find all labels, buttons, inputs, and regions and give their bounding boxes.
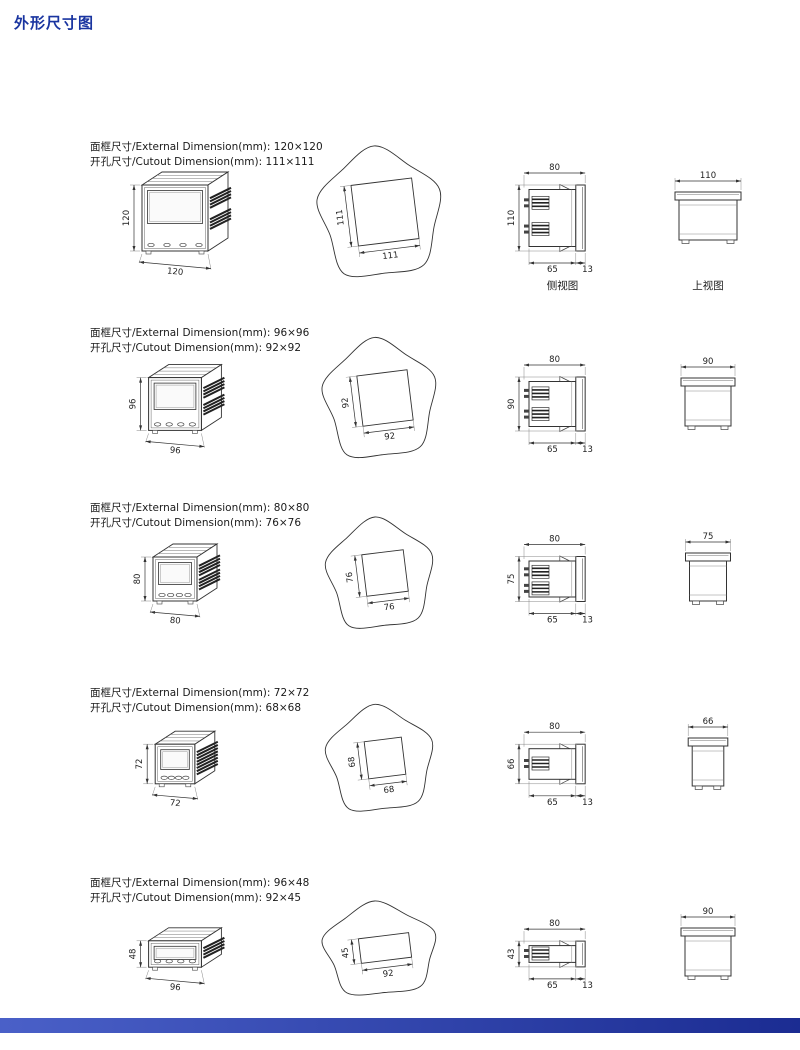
svg-text:76: 76 <box>383 602 395 613</box>
page-title: 外形尺寸图 <box>14 14 95 32</box>
side-view-drawing: 80 66 65 13 <box>507 722 593 808</box>
perspective-view-drawing: 96 96 <box>129 363 225 457</box>
external-dimension-label: 面框尺寸/External Dimension(mm): 120×120 <box>90 141 323 153</box>
svg-text:80: 80 <box>169 616 181 627</box>
svg-text:75: 75 <box>507 574 517 585</box>
svg-text:65: 65 <box>547 798 558 808</box>
svg-text:75: 75 <box>703 532 714 542</box>
dimension-row-80x80: 面框尺寸/External Dimension(mm): 80×80 开孔尺寸/… <box>0 493 800 668</box>
svg-text:110: 110 <box>507 210 517 226</box>
svg-text:80: 80 <box>549 163 560 173</box>
svg-text:111: 111 <box>382 250 399 262</box>
perspective-view-drawing: 72 72 <box>135 730 219 809</box>
svg-text:80: 80 <box>133 574 143 585</box>
svg-text:13: 13 <box>582 265 593 275</box>
svg-text:65: 65 <box>547 265 558 275</box>
panel-cutout-drawing: 68 68 <box>324 703 434 812</box>
side-view-drawing: 80 90 65 13 <box>507 355 593 455</box>
svg-text:80: 80 <box>549 722 560 732</box>
svg-text:92: 92 <box>384 431 396 442</box>
row-labels: 面框尺寸/External Dimension(mm): 96×48 开孔尺寸/… <box>90 876 410 906</box>
svg-text:72: 72 <box>169 798 181 809</box>
external-dimension-label: 面框尺寸/External Dimension(mm): 96×96 <box>90 327 310 339</box>
top-view-caption: 上视图 <box>692 280 724 292</box>
panel-cutout-drawing: 111 111 <box>316 145 442 278</box>
svg-text:65: 65 <box>547 616 558 626</box>
svg-text:90: 90 <box>703 357 714 367</box>
dimension-row-120x120: 面框尺寸/External Dimension(mm): 120×120 开孔尺… <box>0 132 800 307</box>
external-dimension-label: 面框尺寸/External Dimension(mm): 72×72 <box>90 687 310 699</box>
svg-text:65: 65 <box>547 981 558 991</box>
svg-text:92: 92 <box>382 969 394 980</box>
cutout-dimension-label: 开孔尺寸/Cutout Dimension(mm): 68×68 <box>90 702 302 714</box>
svg-text:96: 96 <box>169 446 181 457</box>
top-view-drawing: 90 <box>680 357 736 430</box>
dimension-row-72x72: 面框尺寸/External Dimension(mm): 72×72 开孔尺寸/… <box>0 678 800 853</box>
external-dimension-label: 面框尺寸/External Dimension(mm): 96×48 <box>90 877 310 889</box>
perspective-view-drawing: 80 80 <box>133 543 221 627</box>
svg-text:110: 110 <box>700 171 716 181</box>
external-dimension-label: 面框尺寸/External Dimension(mm): 80×80 <box>90 502 310 514</box>
svg-text:76: 76 <box>345 571 356 583</box>
svg-text:90: 90 <box>703 907 714 917</box>
top-view-drawing: 75 <box>685 532 731 605</box>
row-labels: 面框尺寸/External Dimension(mm): 80×80 开孔尺寸/… <box>90 501 410 531</box>
cutout-dimension-label: 开孔尺寸/Cutout Dimension(mm): 92×92 <box>90 342 302 354</box>
top-view-drawing: 110 <box>674 171 742 244</box>
side-view-drawing: 80 43 65 13 <box>507 919 593 991</box>
side-view-drawing: 80 110 65 13 <box>507 163 593 275</box>
svg-text:72: 72 <box>135 759 145 770</box>
side-view-caption: 侧视图 <box>546 280 579 292</box>
svg-text:13: 13 <box>582 445 593 455</box>
dimension-row-96x96: 面框尺寸/External Dimension(mm): 96×96 开孔尺寸/… <box>0 318 800 493</box>
svg-text:13: 13 <box>582 798 593 808</box>
svg-text:80: 80 <box>549 355 560 365</box>
svg-text:111: 111 <box>335 209 347 226</box>
svg-text:13: 13 <box>582 616 593 626</box>
perspective-view-drawing: 48 96 <box>129 926 225 993</box>
svg-text:80: 80 <box>549 535 560 545</box>
side-view-drawing: 80 75 65 13 <box>507 535 593 626</box>
svg-text:68: 68 <box>383 785 395 796</box>
svg-text:96: 96 <box>169 982 181 993</box>
svg-text:68: 68 <box>347 756 358 768</box>
top-view-drawing: 90 <box>680 907 736 980</box>
svg-text:66: 66 <box>703 717 714 727</box>
svg-text:13: 13 <box>582 981 593 991</box>
row-labels: 面框尺寸/External Dimension(mm): 96×96 开孔尺寸/… <box>90 326 410 356</box>
row-labels: 面框尺寸/External Dimension(mm): 120×120 开孔尺… <box>90 140 410 170</box>
perspective-view-drawing: 120 120 <box>122 171 232 278</box>
svg-text:48: 48 <box>129 949 139 960</box>
svg-text:45: 45 <box>340 947 351 959</box>
top-view-drawing: 66 <box>687 717 729 790</box>
panel-cutout-drawing: 76 76 <box>324 516 434 629</box>
footer-bar <box>0 1018 800 1033</box>
svg-text:90: 90 <box>507 399 517 410</box>
svg-text:66: 66 <box>507 759 517 770</box>
row-labels: 面框尺寸/External Dimension(mm): 72×72 开孔尺寸/… <box>90 686 410 716</box>
svg-text:43: 43 <box>507 949 517 960</box>
panel-cutout-drawing: 92 92 <box>321 336 437 459</box>
svg-text:92: 92 <box>340 397 351 409</box>
cutout-dimension-label: 开孔尺寸/Cutout Dimension(mm): 76×76 <box>90 517 302 529</box>
panel-cutout-drawing: 45 92 <box>321 900 437 996</box>
svg-text:65: 65 <box>547 445 558 455</box>
cutout-dimension-label: 开孔尺寸/Cutout Dimension(mm): 92×45 <box>90 892 302 904</box>
svg-text:96: 96 <box>129 399 139 410</box>
cutout-dimension-label: 开孔尺寸/Cutout Dimension(mm): 111×111 <box>90 156 315 168</box>
svg-text:120: 120 <box>122 210 132 226</box>
svg-text:80: 80 <box>549 919 560 929</box>
svg-text:120: 120 <box>167 267 184 278</box>
dimension-row-96x48: 面框尺寸/External Dimension(mm): 96×48 开孔尺寸/… <box>0 868 800 1043</box>
